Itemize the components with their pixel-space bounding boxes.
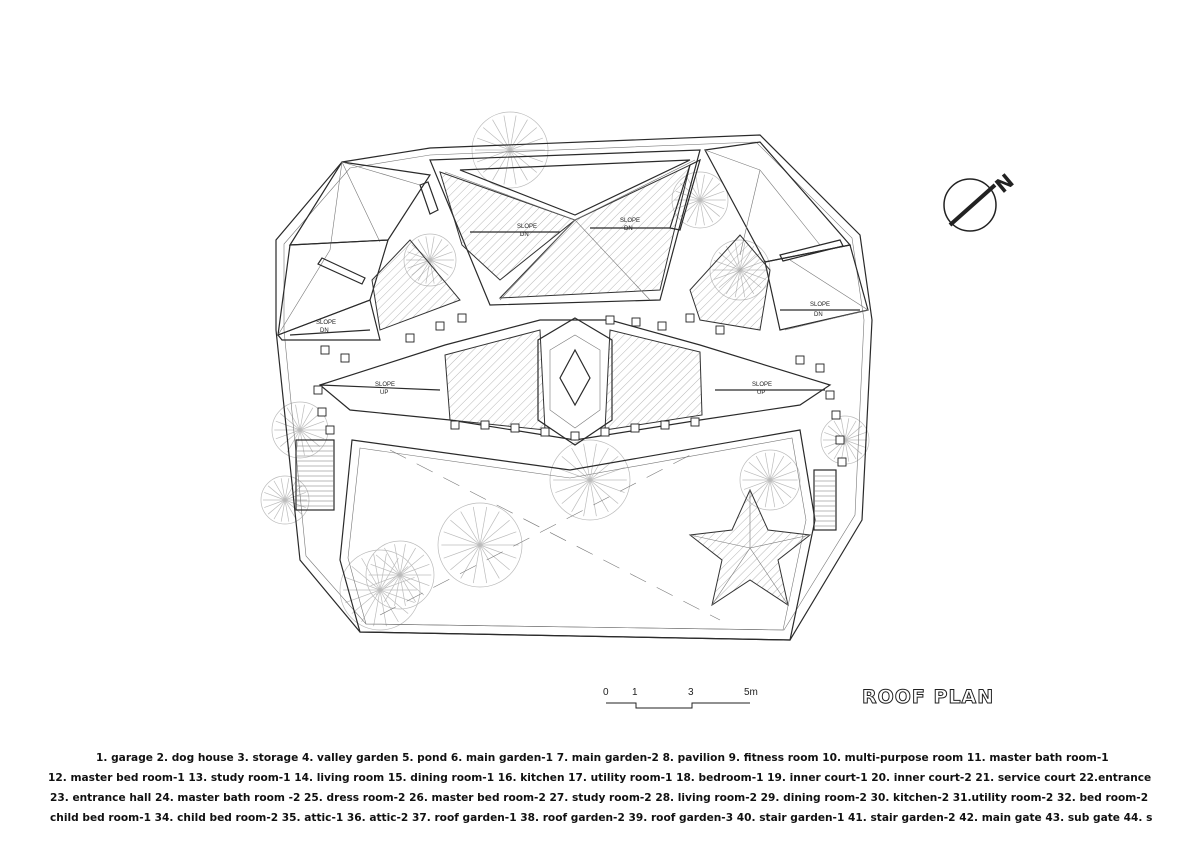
room-legend: 1. garage 2. dog house 3. storage 4. val… <box>0 748 1200 828</box>
stairs-right <box>813 469 837 531</box>
skylight-square <box>450 420 460 430</box>
skylight-square <box>435 321 445 331</box>
stairs-left <box>295 439 335 511</box>
north-label: N <box>990 169 1018 198</box>
skylight-square <box>837 457 847 467</box>
inner-courtyard <box>318 317 832 446</box>
skylight-square <box>660 420 670 430</box>
drawing-title: ROOF PLAN <box>861 686 995 709</box>
skylight-square <box>313 385 323 395</box>
tree-symbol <box>739 449 801 511</box>
tree-symbol <box>260 475 310 525</box>
skylight-square <box>630 423 640 433</box>
skylight-square <box>570 431 580 441</box>
skylight-square <box>510 423 520 433</box>
skylight-square <box>317 407 327 417</box>
legend-line-2: 12. master bed room-1 13. study room-1 1… <box>48 772 1152 784</box>
legend-line-3: 23. entrance hall 24. master bath room -… <box>50 792 1149 804</box>
slope-arrows: SLOPE DN SLOPE DN SLOPE DN SLOPE UP SLOP… <box>289 218 860 396</box>
skylight-square <box>480 420 490 430</box>
tree-symbol <box>820 415 870 465</box>
legend-line-1: 1. garage 2. dog house 3. storage 4. val… <box>96 752 1109 764</box>
skylight-square <box>540 427 550 437</box>
tree-symbol <box>437 502 523 588</box>
roof-left-upper <box>277 161 461 341</box>
roof-right-upper <box>669 141 869 331</box>
skylight-square <box>325 425 335 435</box>
skylight-square <box>320 345 330 355</box>
skylight-square <box>685 313 695 323</box>
scale-label-5m: 5m <box>744 687 758 698</box>
slope-dn-left: DN <box>320 328 329 334</box>
skylight-square <box>815 363 825 373</box>
skylight-square <box>715 325 725 335</box>
skylight-square <box>605 315 615 325</box>
slope-up-lower-left: UP <box>380 390 388 396</box>
roof-center-upper <box>429 149 701 306</box>
slope-label-lower-left: SLOPE <box>375 382 395 388</box>
slope-label-center-right: SLOPE <box>620 218 640 224</box>
skylight-square <box>835 435 845 445</box>
slope-dn-right: DN <box>814 312 823 318</box>
skylight-square <box>690 417 700 427</box>
skylight-square <box>405 333 415 343</box>
legend-line-4: child bed room-1 34. child bed room-2 35… <box>50 812 1153 824</box>
lower-roof-garden <box>339 429 816 641</box>
skylight-square <box>795 355 805 365</box>
skylight-square <box>631 317 641 327</box>
slope-dn-center-left: DN <box>520 232 529 238</box>
tree-symbol <box>365 540 435 610</box>
tree-symbol <box>549 439 631 521</box>
slope-label-lower-right: SLOPE <box>752 382 772 388</box>
skylight-square <box>825 390 835 400</box>
tree-symbol <box>339 549 421 631</box>
scale-label-0: 0 <box>603 687 609 698</box>
slope-dn-center-right: DN <box>624 226 633 232</box>
skylight-square <box>657 321 667 331</box>
skylight-square <box>340 353 350 363</box>
scale-label-3: 3 <box>688 687 694 698</box>
tree-symbols <box>260 111 870 631</box>
tree-symbol <box>471 111 549 189</box>
skylight-square <box>600 427 610 437</box>
slope-label-right: SLOPE <box>810 302 830 308</box>
skylight-square <box>831 410 841 420</box>
scale-bar: 0 1 3 5m <box>603 687 758 709</box>
north-arrow: N <box>943 169 1019 232</box>
star-pavilion-roof <box>688 488 812 607</box>
skylight-squares <box>313 313 847 467</box>
slope-label-left: SLOPE <box>316 320 336 326</box>
scale-label-1: 1 <box>632 687 638 698</box>
slope-label-center-left: SLOPE <box>517 224 537 230</box>
building-outline <box>275 134 873 641</box>
skylight-square <box>457 313 467 323</box>
slope-up-lower-right: UP <box>757 390 765 396</box>
